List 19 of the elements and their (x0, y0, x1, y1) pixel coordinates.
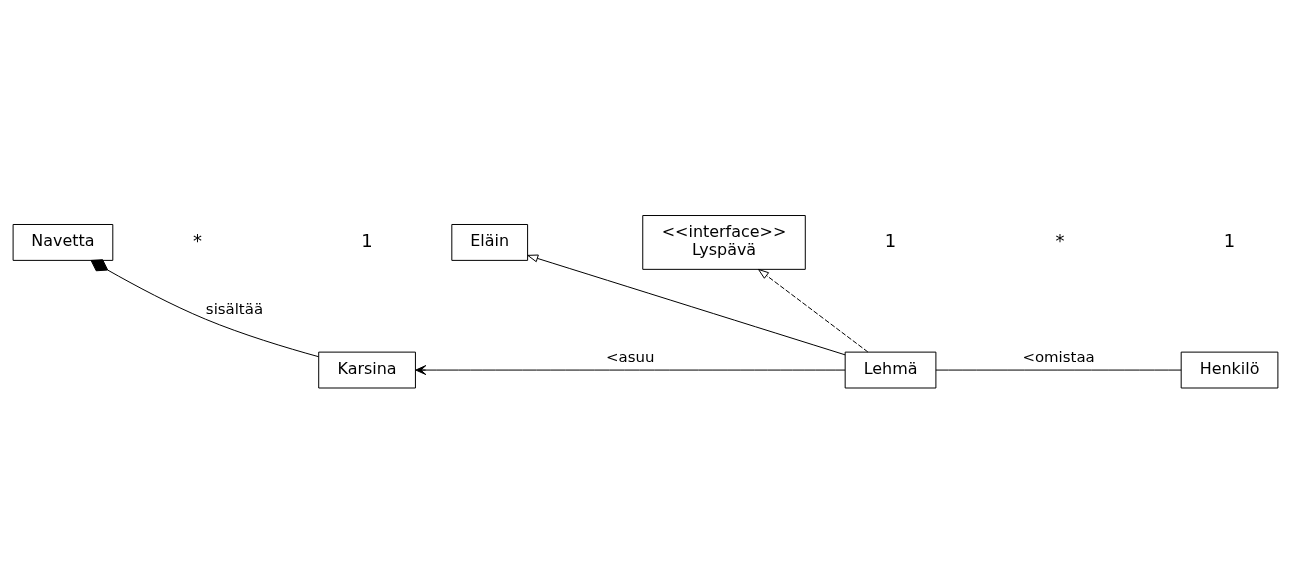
label: 1 (884, 229, 897, 251)
node-box: <<interface>> Lyspävä (642, 215, 806, 270)
arrow (527, 254, 846, 356)
node-box: Eläin (451, 224, 529, 261)
connector (90, 259, 319, 358)
node-box: Navetta (12, 224, 114, 261)
arrow (415, 365, 846, 376)
label: 1 (1223, 229, 1236, 251)
edge-label: sisältää (205, 300, 264, 319)
edge-label: <asuu (606, 348, 655, 367)
label: * (193, 229, 203, 251)
label: 1 (361, 229, 373, 251)
arrow (758, 268, 869, 353)
connector (935, 369, 1182, 371)
label: * (1055, 229, 1065, 251)
edge-label: <omistaa (1022, 348, 1095, 367)
node-box: Lehmä (844, 351, 937, 389)
node-box: Karsina (318, 351, 416, 389)
node-box: Henkilö (1180, 351, 1279, 389)
